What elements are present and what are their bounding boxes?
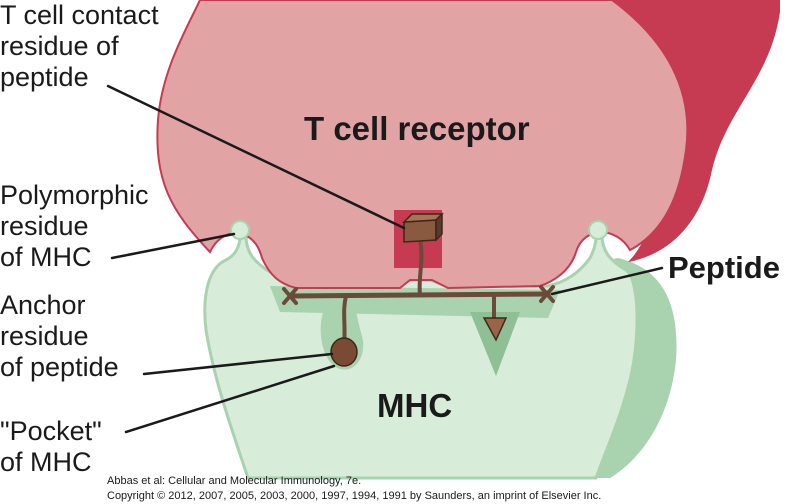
tcr-side-face — [604, 0, 780, 262]
label-tcell-contact-residue: T cell contact residue of peptide — [0, 0, 159, 92]
polymorphic-residue-left — [230, 220, 250, 240]
pointer-anchor — [142, 352, 334, 376]
label-peptide: Peptide — [668, 250, 780, 285]
label-polymorphic-residue: Polymorphic residue of MHC — [0, 180, 149, 272]
credit-line-2: Copyright © 2012, 2007, 2005, 2003, 2000… — [107, 490, 602, 502]
label-t-cell-receptor: T cell receptor — [304, 110, 530, 147]
pointer-tcell-contact — [106, 84, 406, 230]
peptide-end-left — [282, 287, 298, 305]
polymorphic-residue-right — [588, 220, 608, 240]
tcr-body — [156, 0, 689, 290]
cone-residue — [482, 317, 508, 342]
pointer-peptide — [550, 266, 664, 296]
peptide-contact-stalk — [417, 237, 424, 297]
mhc-triangular-pocket — [470, 312, 520, 376]
anchor-residue — [330, 337, 358, 367]
label-mhc-pocket: "Pocket" of MHC — [0, 416, 102, 477]
credit-line-1: Abbas et al: Cellular and Molecular Immu… — [107, 475, 362, 487]
pointer-polymorphic — [110, 232, 236, 260]
label-anchor-residue: Anchor residue of peptide — [0, 290, 119, 382]
pointer-pocket — [124, 364, 336, 434]
peptide-end-right — [539, 285, 555, 303]
peptide-anchor-stalk — [342, 295, 348, 345]
label-mhc: MHC — [377, 387, 453, 424]
tcell-contact-residue — [402, 212, 444, 243]
